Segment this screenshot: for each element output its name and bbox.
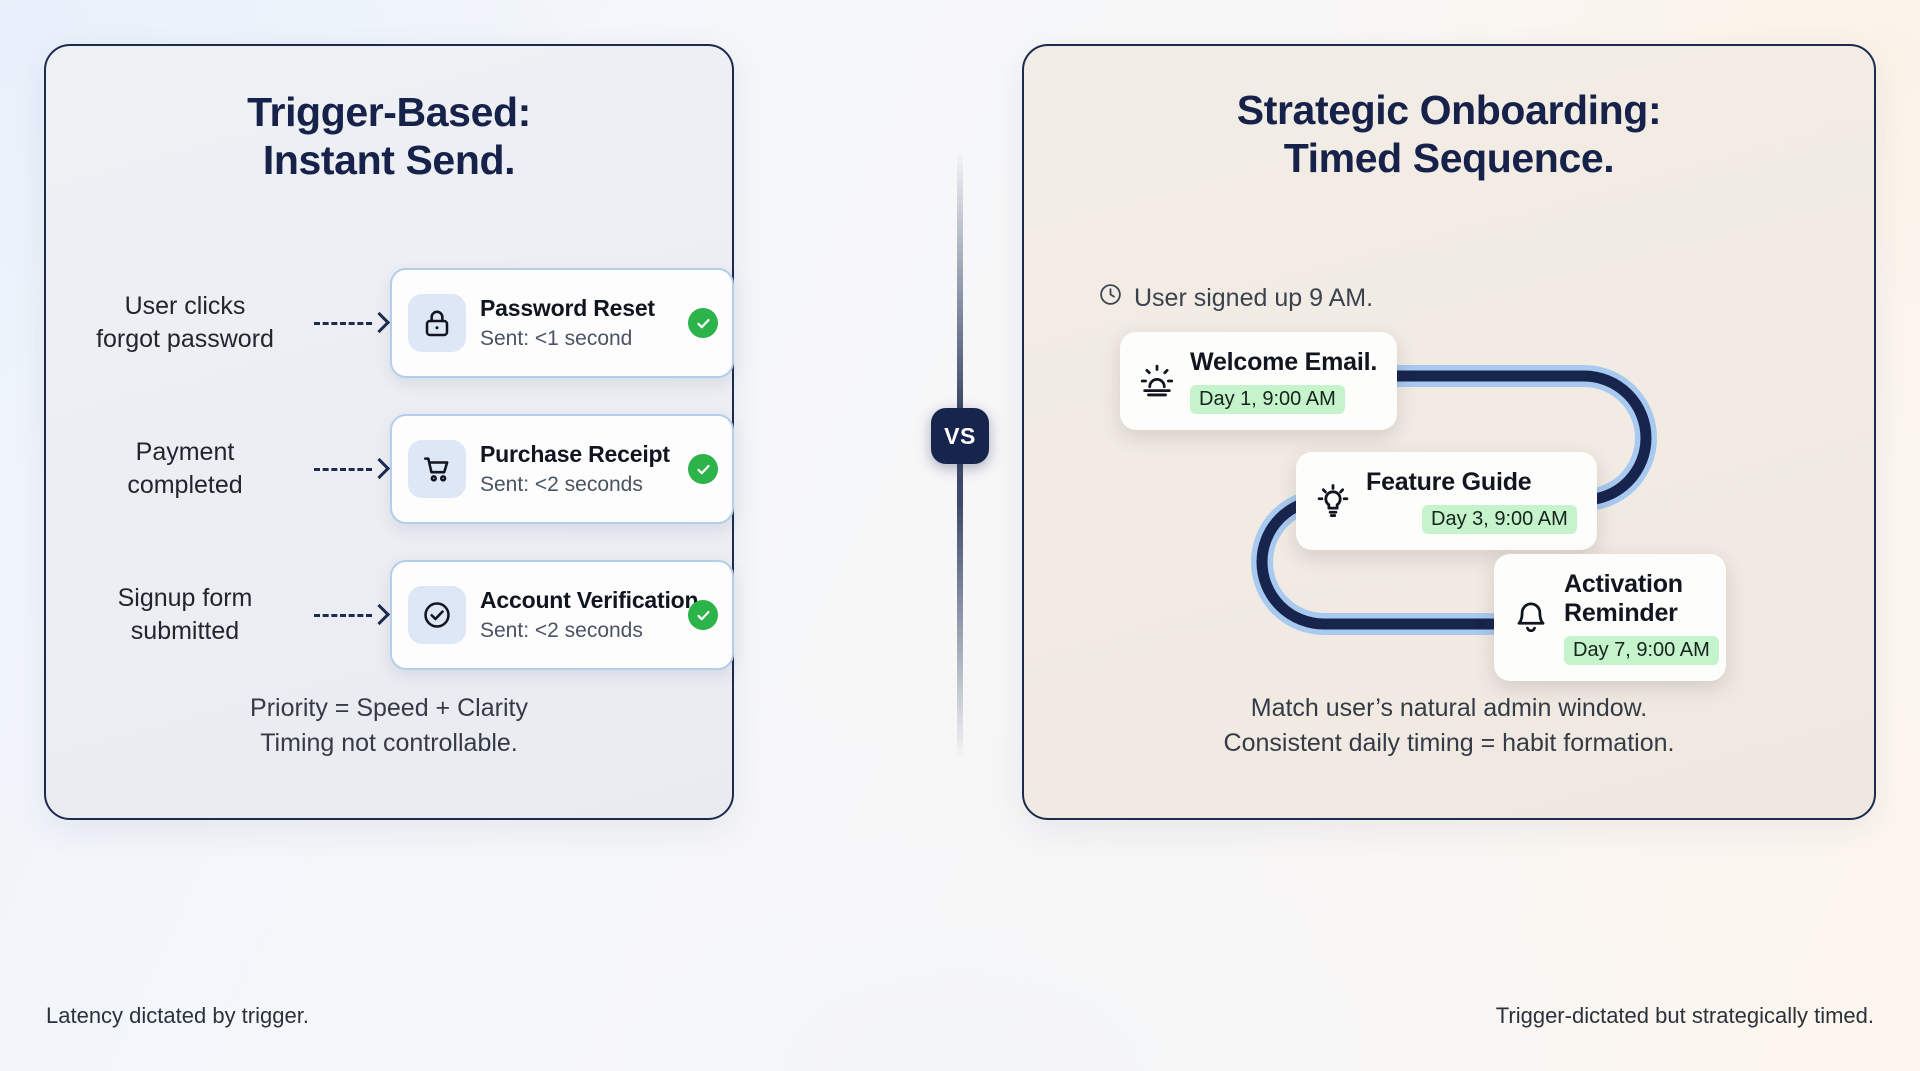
sunrise-icon bbox=[1136, 362, 1178, 400]
right-title-line2: Timed Sequence. bbox=[1283, 135, 1615, 182]
timeline-card-chip: Day 1, 9:00 AM bbox=[1190, 385, 1345, 414]
email-card-subtitle: Sent: <2 seconds bbox=[480, 473, 643, 496]
left-panel-title: Trigger-Based: Instant Send. bbox=[46, 88, 732, 185]
email-card[interactable]: Password Reset Sent: <1 second bbox=[390, 268, 734, 378]
email-card[interactable]: Purchase Receipt Sent: <2 seconds bbox=[390, 414, 734, 524]
left-caption: Latency dictated by trigger. bbox=[46, 1003, 309, 1028]
trigger-row: Signup form submitted Account Verificati… bbox=[46, 560, 734, 670]
timeline-card-title: Feature Guide bbox=[1366, 468, 1532, 496]
left-footnote-line2: Timing not controllable. bbox=[260, 728, 518, 757]
timeline-card[interactable]: Feature Guide Day 3, 9:00 AM bbox=[1296, 452, 1597, 550]
signup-note: User signed up 9 AM. bbox=[1098, 282, 1373, 314]
signup-note-text: User signed up 9 AM. bbox=[1134, 283, 1374, 312]
email-card-subtitle: Sent: <2 seconds bbox=[480, 619, 643, 642]
timeline-card-body: Activation Reminder Day 7, 9:00 AM bbox=[1564, 570, 1719, 665]
vs-badge: VS bbox=[931, 408, 989, 464]
right-panel-footnote: Match user’s natural admin window. Consi… bbox=[1024, 691, 1874, 760]
email-card-text: Purchase Receipt Sent: <2 seconds bbox=[480, 441, 682, 497]
lightbulb-icon bbox=[1312, 482, 1354, 520]
right-footnote-line1: Match user’s natural admin window. bbox=[1250, 694, 1648, 722]
left-title-line2: Instant Send. bbox=[262, 137, 516, 184]
dashed-arrow-icon bbox=[314, 457, 391, 480]
timeline-card-title-line1: Activation bbox=[1564, 570, 1683, 598]
trigger-label-line2: forgot password bbox=[96, 325, 274, 353]
left-footnote-line1: Priority = Speed + Clarity bbox=[250, 694, 528, 722]
email-card-text: Account Verification Sent: <2 seconds bbox=[480, 587, 699, 643]
timeline-card-body: Feature Guide Day 3, 9:00 AM bbox=[1366, 468, 1577, 534]
trigger-row: User clicks forgot password bbox=[46, 268, 734, 378]
bell-icon bbox=[1510, 599, 1552, 637]
timeline-card[interactable]: Activation Reminder Day 7, 9:00 AM bbox=[1494, 554, 1726, 681]
timeline-card-title: Activation Reminder bbox=[1564, 570, 1719, 628]
right-caption: Trigger-dictated but strategically timed… bbox=[1495, 1003, 1874, 1028]
check-circle-icon bbox=[408, 586, 466, 644]
timeline-card-chip: Day 7, 9:00 AM bbox=[1564, 636, 1719, 665]
trigger-label-line1: Payment bbox=[135, 438, 235, 466]
trigger-label-line1: User clicks bbox=[124, 292, 246, 320]
timeline-card-chip: Day 3, 9:00 AM bbox=[1422, 505, 1577, 534]
lock-icon bbox=[408, 294, 466, 352]
trigger-row: Payment completed Purchase bbox=[46, 414, 734, 524]
trigger-label-line2: submitted bbox=[130, 617, 240, 645]
right-footnote-line2: Consistent daily timing = habit formatio… bbox=[1223, 728, 1675, 757]
email-card[interactable]: Account Verification Sent: <2 seconds bbox=[390, 560, 734, 670]
left-title-line1: Trigger-Based: bbox=[247, 89, 531, 135]
check-icon bbox=[688, 600, 718, 630]
email-card-title: Password Reset bbox=[480, 295, 655, 321]
shopping-cart-icon bbox=[408, 440, 466, 498]
timeline-card[interactable]: Welcome Email. Day 1, 9:00 AM bbox=[1120, 332, 1398, 430]
right-panel-title: Strategic Onboarding: Timed Sequence. bbox=[1024, 86, 1874, 183]
email-card-title: Account Verification bbox=[480, 587, 699, 613]
right-title-line1: Strategic Onboarding: bbox=[1236, 87, 1662, 133]
trigger-label: User clicks forgot password bbox=[60, 290, 310, 356]
dashed-arrow-icon bbox=[314, 603, 391, 626]
right-panel: Strategic Onboarding: Timed Sequence. Us… bbox=[1022, 44, 1876, 820]
left-panel-footnote: Priority = Speed + Clarity Timing not co… bbox=[46, 691, 732, 760]
trigger-rows: User clicks forgot password bbox=[46, 268, 734, 706]
trigger-label: Signup form submitted bbox=[60, 582, 310, 648]
dashed-arrow-icon bbox=[314, 311, 391, 334]
email-card-subtitle: Sent: <1 second bbox=[480, 327, 633, 350]
timeline-card-body: Welcome Email. Day 1, 9:00 AM bbox=[1190, 348, 1377, 414]
email-card-title: Purchase Receipt bbox=[480, 441, 670, 467]
trigger-label: Payment completed bbox=[60, 436, 310, 502]
check-icon bbox=[688, 308, 718, 338]
timeline-card-title: Welcome Email. bbox=[1190, 348, 1378, 376]
trigger-label-line2: completed bbox=[127, 471, 243, 499]
left-panel: Trigger-Based: Instant Send. User clicks… bbox=[44, 44, 734, 820]
timeline-flow: Welcome Email. Day 1, 9:00 AM Feature Gu… bbox=[1024, 306, 1878, 726]
email-card-text: Password Reset Sent: <1 second bbox=[480, 295, 682, 351]
clock-icon bbox=[1098, 282, 1123, 314]
trigger-label-line1: Signup form bbox=[117, 584, 253, 612]
timeline-card-title-line2: Reminder bbox=[1564, 599, 1678, 627]
check-icon bbox=[688, 454, 718, 484]
